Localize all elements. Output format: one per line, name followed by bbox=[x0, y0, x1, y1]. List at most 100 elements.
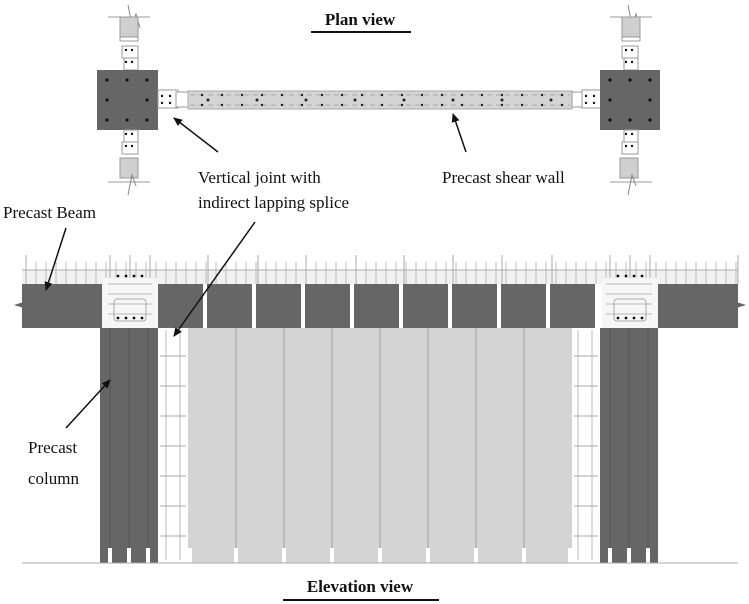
column-rebar-dot bbox=[608, 118, 612, 122]
rebar-dot bbox=[440, 93, 444, 97]
column-rebar-dot bbox=[105, 118, 109, 122]
column-rebar-dot bbox=[628, 78, 632, 82]
column-rebar-dot bbox=[648, 118, 652, 122]
rebar-dot bbox=[260, 93, 264, 97]
plan-right-column-assembly bbox=[571, 4, 660, 196]
wall-panel-notch bbox=[282, 548, 286, 563]
column-rebar-dot bbox=[145, 78, 149, 82]
connector-dot bbox=[624, 132, 628, 136]
connector-dot bbox=[130, 132, 134, 136]
precast-column-label-line2: column bbox=[28, 469, 79, 488]
rebar-dot bbox=[200, 103, 204, 107]
column-rebar-dot bbox=[145, 98, 149, 102]
connector-dot bbox=[130, 60, 134, 64]
connector-dot bbox=[124, 132, 128, 136]
vertical-joint-label-line2: indirect lapping splice bbox=[198, 193, 349, 212]
connector-dot bbox=[130, 48, 134, 52]
connector-dot bbox=[160, 101, 164, 105]
rebar-dot bbox=[280, 103, 284, 107]
column-rebar-dot bbox=[105, 78, 109, 82]
slab-topping bbox=[22, 270, 738, 284]
column-rebar-dot bbox=[608, 78, 612, 82]
rebar-dot bbox=[360, 93, 364, 97]
rebar-dot bbox=[304, 98, 308, 102]
rebar-dot bbox=[500, 93, 504, 97]
connector-dot bbox=[630, 48, 634, 52]
rebar-dot bbox=[280, 93, 284, 97]
column-notch bbox=[627, 548, 631, 563]
rebar-dot bbox=[300, 93, 304, 97]
rebar-dot bbox=[380, 93, 384, 97]
column-rebar-dot bbox=[125, 118, 129, 122]
plan-wall-rebar-dots bbox=[200, 93, 564, 107]
rebar-dot bbox=[320, 93, 324, 97]
rebar-dot bbox=[220, 103, 224, 107]
rebar-dot bbox=[260, 103, 264, 107]
connector-dot bbox=[124, 60, 128, 64]
rebar-dot bbox=[549, 98, 553, 102]
precast-column-label-line1: Precast bbox=[28, 438, 77, 457]
column-rebar-dot bbox=[145, 118, 149, 122]
rebar-dot bbox=[540, 93, 544, 97]
wall-panel-notch bbox=[474, 548, 478, 563]
rebar-dot bbox=[420, 93, 424, 97]
rebar-dot bbox=[380, 103, 384, 107]
column-rebar-dot bbox=[608, 98, 612, 102]
rebar-dot bbox=[240, 103, 244, 107]
wall-coupling-beam bbox=[403, 284, 448, 328]
rebar-dot bbox=[520, 93, 524, 97]
connector-dot bbox=[124, 144, 128, 148]
connector-dot bbox=[592, 94, 596, 98]
column-notch bbox=[646, 548, 650, 563]
plan-column-rebar-dots bbox=[105, 48, 652, 148]
column-rebar-dot bbox=[628, 118, 632, 122]
wall-panel-notch bbox=[330, 548, 334, 563]
column-rebar-dot bbox=[648, 78, 652, 82]
connector-dot bbox=[624, 144, 628, 148]
connector-dot bbox=[584, 101, 588, 105]
wall-panel-notch bbox=[426, 548, 430, 563]
connector-dot bbox=[630, 132, 634, 136]
rebar-dot bbox=[400, 103, 404, 107]
wall-coupling-beams bbox=[158, 284, 595, 328]
joint-lap-ties bbox=[160, 355, 598, 537]
plan-shear-wall bbox=[187, 90, 573, 110]
wall-panel-joints bbox=[188, 328, 572, 563]
rebar-dot bbox=[255, 98, 259, 102]
connector-dot bbox=[168, 94, 172, 98]
rebar-dot bbox=[220, 93, 224, 97]
rebar-dot bbox=[420, 103, 424, 107]
wall-coupling-beam bbox=[501, 284, 546, 328]
wall-panel-notch bbox=[568, 548, 572, 563]
rebar-dot bbox=[206, 98, 210, 102]
wall-coupling-beam bbox=[207, 284, 252, 328]
rebar-dot bbox=[560, 93, 564, 97]
connector-dot bbox=[624, 48, 628, 52]
wall-coupling-beam bbox=[305, 284, 350, 328]
vertical-joint-plan-arrow bbox=[173, 117, 219, 153]
rebar-dot bbox=[360, 103, 364, 107]
column-notch bbox=[608, 548, 612, 563]
rebar-dot bbox=[340, 93, 344, 97]
connector-dot bbox=[630, 60, 634, 64]
rebar-dot bbox=[500, 103, 504, 107]
vertical-joint-elevation-arrow bbox=[173, 221, 256, 337]
plan-view-title: Plan view bbox=[325, 10, 396, 29]
wall-coupling-beam bbox=[354, 284, 399, 328]
rebar-dot bbox=[480, 93, 484, 97]
connector-dot bbox=[168, 101, 172, 105]
connector-dot bbox=[592, 101, 596, 105]
connector-dot bbox=[124, 48, 128, 52]
rebar-dot bbox=[540, 103, 544, 107]
wall-panel-notch bbox=[378, 548, 382, 563]
elevation-view: Precast column Elevation view bbox=[14, 221, 746, 601]
wall-coupling-beam bbox=[256, 284, 301, 328]
precast-beam-label: Precast Beam bbox=[3, 203, 96, 222]
precast-beam-arrow bbox=[44, 227, 67, 291]
column-notch bbox=[127, 548, 131, 563]
plan-view: Plan view bbox=[3, 4, 660, 222]
connector-dot bbox=[630, 144, 634, 148]
column-notch bbox=[146, 548, 150, 563]
left-precast-beam bbox=[22, 284, 102, 328]
